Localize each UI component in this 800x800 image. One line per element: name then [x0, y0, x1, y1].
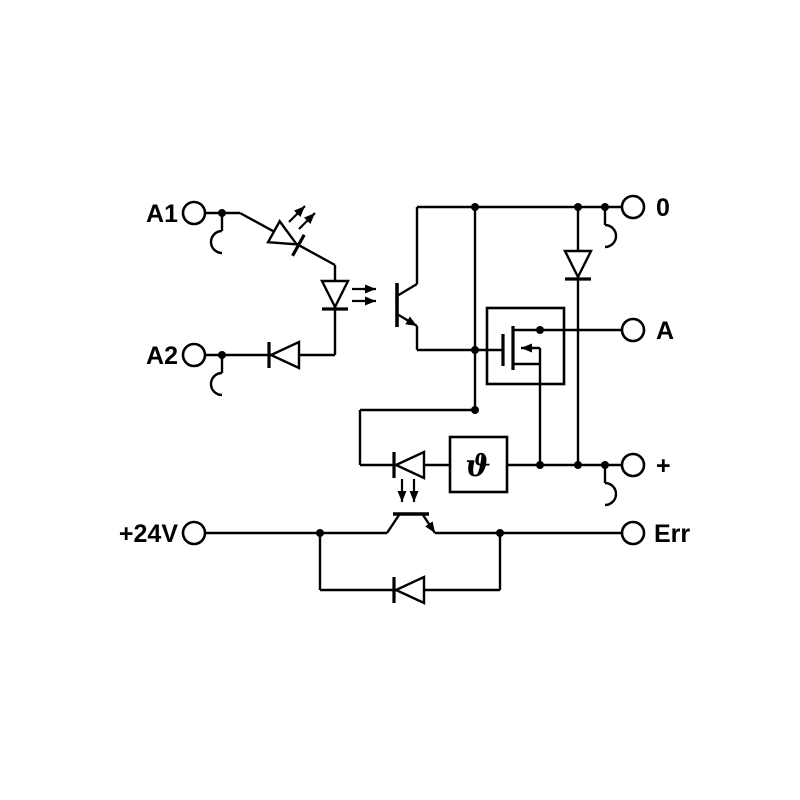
bypass-loop-wire: [318, 533, 502, 592]
terminal-a1: A1: [146, 200, 240, 255]
status-led: [360, 450, 450, 502]
terminal-0-circle: [620, 194, 646, 220]
transistor-collector-wire: [386, 514, 400, 534]
junction-dot: [471, 346, 479, 354]
led-emission-arrow-icon: [288, 205, 306, 223]
error-output-transistor: [386, 512, 436, 534]
transistor-emitter-wire: [415, 326, 503, 352]
transistor-emitter-arrow-icon: [422, 514, 436, 534]
terminal-24v-label: +24V: [119, 520, 178, 548]
junction-dot: [536, 461, 544, 469]
transistor-emitter-arrow-icon: [396, 312, 418, 328]
diode-triangle-icon: [268, 340, 301, 370]
terminal-a: A: [620, 317, 674, 345]
reverse-protection-diode: [267, 340, 301, 370]
junction-dot: [536, 326, 544, 334]
junction-dot: [218, 351, 226, 359]
led-emission-arrow-icon: [298, 212, 316, 230]
thermal-symbol: ϑ: [465, 449, 490, 484]
terminal-0-label: 0: [656, 194, 670, 222]
plug-contact-0-icon: [604, 223, 618, 249]
mosfet-output-stage: [485, 306, 566, 465]
terminal-0: 0: [603, 194, 670, 249]
terminal-24v-circle: [181, 520, 207, 546]
thermal-protection: ϑ: [448, 435, 509, 494]
terminal-plus: +: [603, 452, 671, 507]
junction-dot: [574, 461, 582, 469]
optocoupler-phototransistor: [395, 207, 503, 352]
terminal-a1-label: A1: [146, 200, 178, 228]
input-indicator-led: [266, 205, 316, 257]
terminal-err: Err: [620, 520, 690, 548]
terminal-a-circle: [620, 317, 646, 343]
transistor-collector-wire: [396, 207, 419, 298]
terminal-a2-circle: [181, 342, 207, 368]
terminal-24v: +24V: [119, 520, 207, 548]
terminal-a2: A2: [146, 342, 335, 397]
error-bypass-diode: [318, 533, 502, 605]
plug-contact-plus-icon: [604, 481, 618, 507]
led-cathode-bar: [291, 234, 306, 257]
mosfet-box: [485, 306, 566, 386]
optocoupler-input-led: [320, 279, 376, 311]
diode-triangle-icon: [563, 249, 593, 280]
led-triangle-icon: [393, 450, 426, 480]
terminal-plus-label: +: [656, 452, 671, 480]
terminal-plus-circle: [620, 452, 646, 478]
terminal-err-label: Err: [654, 520, 690, 548]
led-triangle-icon: [320, 279, 350, 310]
junction-dot: [218, 209, 226, 217]
diode-triangle-icon: [393, 575, 426, 605]
terminal-a1-circle: [181, 200, 207, 226]
clamping-diode: [563, 207, 593, 465]
led-triangle-icon: [266, 219, 300, 246]
plug-contact-a2-icon: [209, 371, 223, 397]
wire-status-branch: [358, 408, 475, 465]
terminal-err-circle: [620, 520, 646, 546]
terminal-a-label: A: [656, 317, 674, 345]
plug-contact-a1-icon: [209, 229, 223, 255]
terminal-a2-label: A2: [146, 342, 178, 370]
